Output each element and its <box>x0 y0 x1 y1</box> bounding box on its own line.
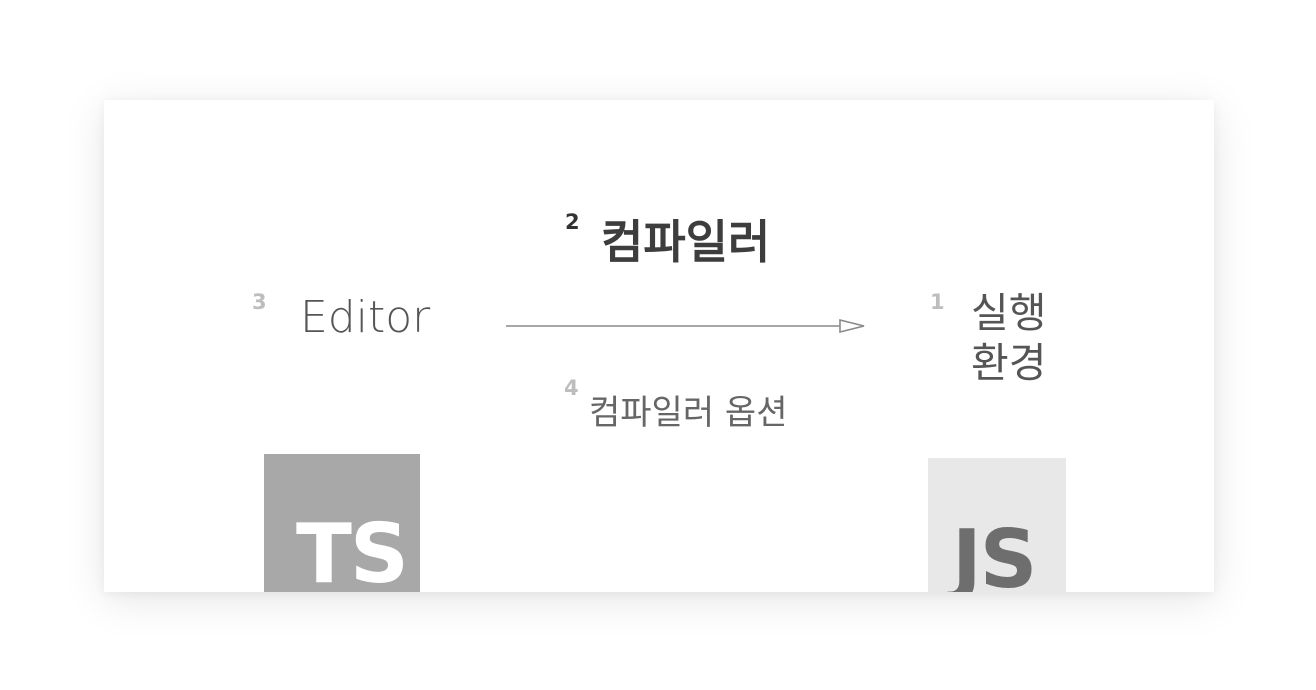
arrow-head <box>839 318 865 334</box>
js-logo-text: JS <box>952 513 1037 593</box>
diagram-card: 3 Editor 2 컴파일러 4 컴파일러 옵션 1 실행 환경 TS JS <box>104 100 1214 592</box>
compiler-options-label: 컴파일러 옵션 <box>589 393 788 433</box>
runtime-label-line2: 환경 <box>971 339 1047 387</box>
compiler-label: 컴파일러 <box>601 215 771 269</box>
ts-logo-text: TS <box>296 507 409 593</box>
typescript-logo-icon: TS <box>264 454 420 592</box>
arrow-right-icon <box>506 318 865 334</box>
javascript-logo-icon: JS <box>928 458 1066 592</box>
compiler-number: 2 <box>565 210 580 234</box>
editor-label: Editor <box>300 292 431 343</box>
compiler-options-number: 4 <box>564 376 579 400</box>
runtime-label: 실행 환경 <box>971 288 1091 388</box>
editor-number: 3 <box>252 290 267 314</box>
runtime-number: 1 <box>930 290 945 314</box>
runtime-label-line1: 실행 <box>971 289 1047 337</box>
